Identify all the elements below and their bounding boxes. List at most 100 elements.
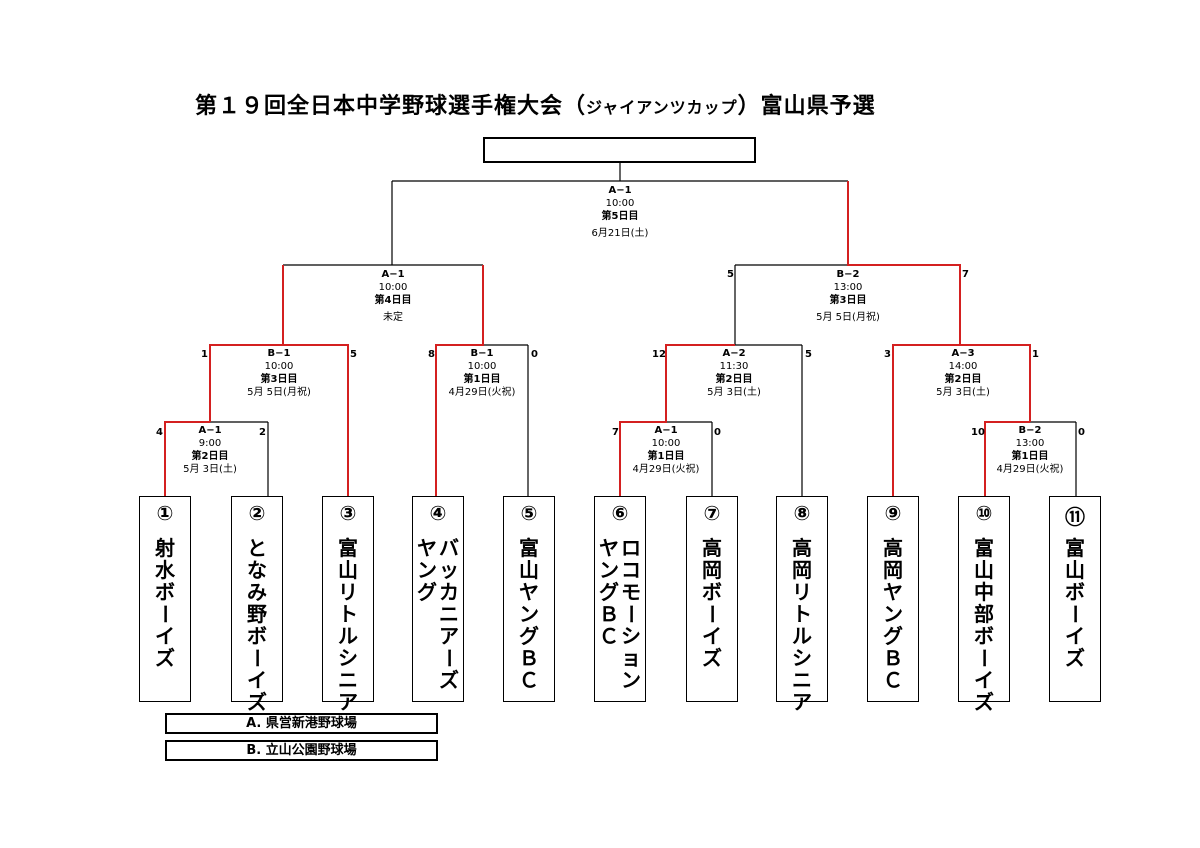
team-name-char: ア [792,690,812,714]
team-name-char: ア [338,690,358,714]
score: 5 [727,269,734,280]
team-name-char: ー [153,604,177,624]
team-name-char: グ [417,580,437,604]
team-name-char: 富 [974,536,994,560]
team-name-char: ズ [702,646,722,670]
team-name-char: ョ [621,646,641,670]
team-name-char: 山 [974,558,994,582]
team-name-char: モ [621,580,641,604]
team-name-char: 高 [792,536,812,560]
match-info-r1-right: B−2 13:00 第1日目 4月29日(火祝) [996,425,1064,475]
team-number: ① [156,501,174,525]
match-info-r2-left: B−1 10:00 第3日目 5月 5日(月祝) [247,348,311,398]
score: 1 [201,349,208,360]
team-name-char: 高 [702,536,722,560]
team-name-column: 高岡リトルシニア [792,537,812,713]
team-name-char: 射 [155,536,175,560]
team-name-char: 山 [1065,558,1085,582]
score: 8 [428,349,435,360]
team-name-char: み [247,580,267,604]
team-name-char: ボ [1065,580,1085,604]
score: 1 [1032,349,1039,360]
team-name-char: 野 [247,602,267,626]
team-name-char: な [247,558,267,582]
match-info-r2-right: A−3 14:00 第2日目 5月 3日(土) [936,348,990,398]
score: 4 [156,427,163,438]
team-name-char: ニ [792,668,812,692]
team-name-char: ー [437,648,461,668]
team-name-char: 岡 [702,558,722,582]
team-number: ⑪ [1065,505,1085,529]
team-name-column: 富山ボーイズ [1063,536,1087,669]
team-name-column: 高岡ボーイズ [700,536,724,670]
team-name-column: となみ野ボーイズ [245,536,269,713]
team-name-char: ル [792,624,812,648]
team-name-char: ン [599,558,619,582]
score: 10 [971,427,985,438]
team-name-char: 富 [1065,536,1085,560]
team-name-char: カ [439,580,459,604]
team-box: ④ ヤングバッカニアーズ [412,496,464,702]
team-name: 高岡リトルシニア [777,537,827,713]
team-name-char: シ [338,646,358,670]
team-name-char: グ [519,624,539,648]
team-name-char: ヤ [519,580,539,604]
team-name-char: イ [247,668,267,692]
team-name-char: ア [439,624,459,648]
team-name-char: 中 [974,580,994,604]
team-name-char: グ [599,580,619,604]
team-box: ② となみ野ボーイズ [231,496,283,713]
team-name-char: ト [792,602,812,626]
team-number: ⑨ [884,501,902,525]
winner-path [209,344,283,422]
team-name-char: ン [883,602,903,626]
team-number: ④ [429,501,447,525]
page-title: 第１９回全日本中学野球選手権大会（ジャイアンツカップ）富山県予選 [195,94,876,119]
team-name: 射水ボーイズ [140,537,190,669]
team-name-column: ロコモーション [619,536,643,691]
team-box: ① 射水ボーイズ [139,496,191,702]
team-number: ⑥ [611,501,629,525]
team-name-char: ヤ [883,580,903,604]
team-number: ⑧ [793,501,811,525]
team-name-char: ニ [338,668,358,692]
match-info-final: A−1 10:00 第5日目 6月21日(土) [591,185,649,239]
score: 0 [1078,427,1085,438]
team-name-char: ニ [439,602,459,626]
team-box: ⑧ 高岡リトルシニア [776,496,828,713]
team-name: 富山ボーイズ [1050,537,1100,669]
team-name-char: ボ [247,624,267,648]
team-name-char: Ｂ [883,646,903,670]
team-name-column: バッカニアーズ [437,537,461,692]
team-name-char: と [247,536,267,560]
team-name-char: ロ [621,536,641,560]
team-number: ② [248,501,266,525]
score: 5 [350,349,357,360]
team-name-char: 岡 [792,558,812,582]
team-name-char: ー [619,604,643,624]
team-name: ヤングバッカニアーズ [413,537,463,691]
team-name-char: ズ [439,668,459,692]
team-number: ⑤ [520,501,538,525]
team-name-char: リ [792,580,812,604]
winner-path [283,344,349,496]
team-name-char: ン [417,558,437,582]
team-name-char: ズ [155,646,175,670]
score: 7 [962,269,969,280]
venue-label: A. 県営新港野球場 [165,713,438,734]
team-name-char: イ [702,624,722,648]
team-box: ⑪ 富山ボーイズ [1049,496,1101,702]
team-name-char: イ [1065,624,1085,648]
team-name-char: Ｃ [519,668,539,692]
winner-path [960,344,1031,422]
winner-path [847,181,961,345]
score: 5 [805,349,812,360]
team-name-column: 富山リトルシニア [338,537,358,713]
